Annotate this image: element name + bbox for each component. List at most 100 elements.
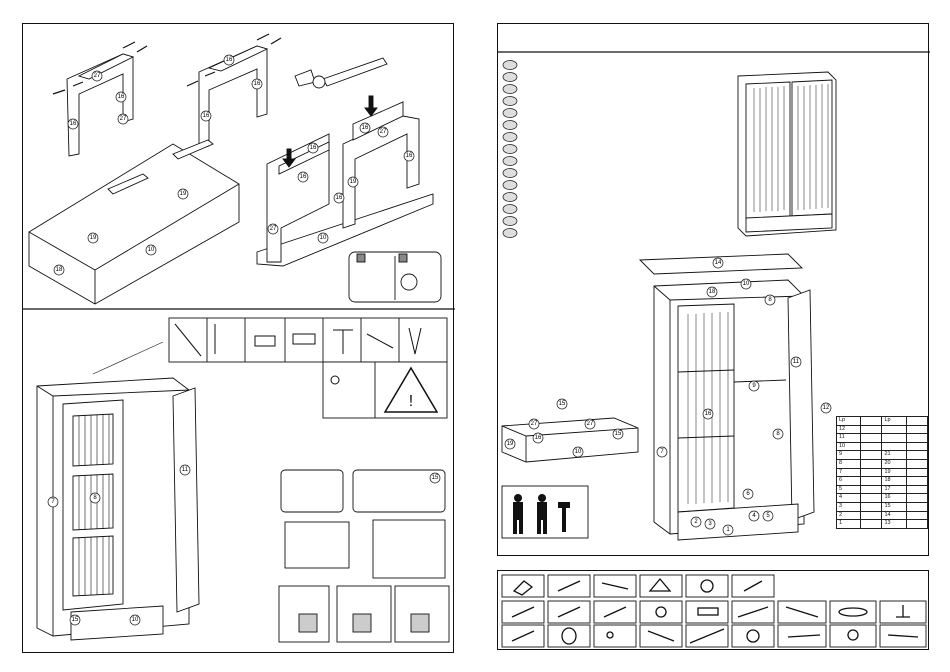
lp-cell: 4	[837, 494, 861, 503]
callout-number: 16	[362, 125, 369, 131]
callout-number: 10	[132, 617, 139, 623]
callout-number: 10	[148, 247, 155, 253]
lp-cell: 3	[837, 502, 861, 511]
lp-cell: 10	[837, 442, 861, 451]
cylinder-icon	[562, 628, 576, 644]
lp-cell: 13	[882, 520, 906, 529]
cam-lock-icon	[701, 580, 713, 592]
callout-number: 16	[310, 145, 317, 151]
left-panel-drawing: 27 16 16 27 16 16 16 19 19 10 18 16 16 2…	[23, 24, 455, 654]
lp-cell	[906, 502, 927, 511]
callout-number: 16	[118, 94, 125, 100]
callout-number: 16	[406, 153, 413, 159]
warning-triangle-icon: !	[409, 393, 413, 410]
lp-cell	[906, 442, 927, 451]
lp-cell: 16	[882, 494, 906, 503]
cam-icon	[747, 630, 759, 642]
knob-icon	[848, 630, 858, 640]
lp-cell	[906, 434, 927, 443]
lp-cell: 18	[882, 477, 906, 486]
lp-cell	[861, 520, 882, 529]
lp-cell: 8	[837, 459, 861, 468]
callout-number: 27	[94, 73, 101, 79]
lp-cell	[882, 425, 906, 434]
callout-number: 19	[90, 235, 97, 241]
lp-cell	[861, 434, 882, 443]
callout-number: 27	[587, 421, 594, 427]
callout-number: 15	[615, 431, 622, 437]
lp-header	[861, 417, 882, 426]
lp-cell: 21	[882, 451, 906, 460]
lp-cell	[906, 425, 927, 434]
callout-number: 16	[300, 174, 307, 180]
callout-number: 15	[432, 475, 439, 481]
lp-cell: 20	[882, 459, 906, 468]
lp-cell	[906, 451, 927, 460]
callout-number: 27	[380, 129, 387, 135]
callout-number: 10	[575, 449, 582, 455]
table-row: 6 18	[837, 477, 928, 486]
lp-cell	[861, 485, 882, 494]
lp-cell: 12	[837, 425, 861, 434]
callout-number: 16	[254, 81, 261, 87]
lp-cell	[906, 477, 927, 486]
lp-cell	[906, 459, 927, 468]
hardware-panel	[497, 570, 929, 650]
lp-cell: 15	[882, 502, 906, 511]
lp-cell	[861, 511, 882, 520]
callout-number: 11	[793, 359, 800, 365]
lp-cell	[882, 434, 906, 443]
nuts-icon	[607, 632, 613, 638]
parts-list	[503, 61, 517, 238]
lp-header: Lp	[882, 417, 906, 426]
callout-number: 19	[507, 441, 514, 447]
lp-cell	[906, 468, 927, 477]
hardware-grid	[498, 571, 930, 651]
cam-lock-icon	[656, 607, 666, 617]
lp-cell: 6	[837, 477, 861, 486]
lp-cell: 19	[882, 468, 906, 477]
table-row: 4 16	[837, 494, 928, 503]
callout-number: 16	[336, 195, 343, 201]
lp-header: Lp	[837, 417, 861, 426]
lp-cell	[906, 494, 927, 503]
callout-number: 27	[531, 421, 538, 427]
callout-number: 18	[709, 289, 716, 295]
lp-cell: 2	[837, 511, 861, 520]
callout-number: 12	[823, 405, 830, 411]
callout-number: 10	[320, 235, 327, 241]
lp-cell	[861, 442, 882, 451]
table-row: 9 21	[837, 451, 928, 460]
callout-number: 16	[705, 411, 712, 417]
lp-cell	[861, 477, 882, 486]
lp-cell: 11	[837, 434, 861, 443]
callout-number: 27	[120, 116, 127, 122]
lp-table-header: Lp Lp	[837, 417, 928, 426]
table-row: 10	[837, 442, 928, 451]
right-instruction-panel: 14 18 10 8 11 7 9 8 6 12 15 16 27 27 15 …	[497, 23, 929, 556]
table-row: 11	[837, 434, 928, 443]
lp-cell	[906, 520, 927, 529]
left-instruction-panel: 27 16 16 27 16 16 16 19 19 10 18 16 16 2…	[22, 23, 454, 653]
lp-cell	[861, 451, 882, 460]
round-disc-icon	[839, 608, 867, 616]
table-row: 1 13	[837, 520, 928, 529]
lp-cell	[861, 468, 882, 477]
table-row: 8 20	[837, 459, 928, 468]
lp-header	[906, 417, 927, 426]
lp-cell: 17	[882, 485, 906, 494]
callout-number: 16	[70, 121, 77, 127]
finished-wardrobe-preview	[738, 72, 836, 236]
lp-cell	[861, 502, 882, 511]
lp-cell: 9	[837, 451, 861, 460]
lp-cell: 1	[837, 520, 861, 529]
table-row: 3 15	[837, 502, 928, 511]
callout-number: 27	[270, 226, 277, 232]
callout-number: 19	[180, 191, 187, 197]
lp-cell	[882, 442, 906, 451]
callout-number: 16	[203, 113, 210, 119]
lp-table: Lp Lp 12 11 10 921 820 719 618 517 416 3…	[836, 416, 928, 529]
table-row: 12	[837, 425, 928, 434]
